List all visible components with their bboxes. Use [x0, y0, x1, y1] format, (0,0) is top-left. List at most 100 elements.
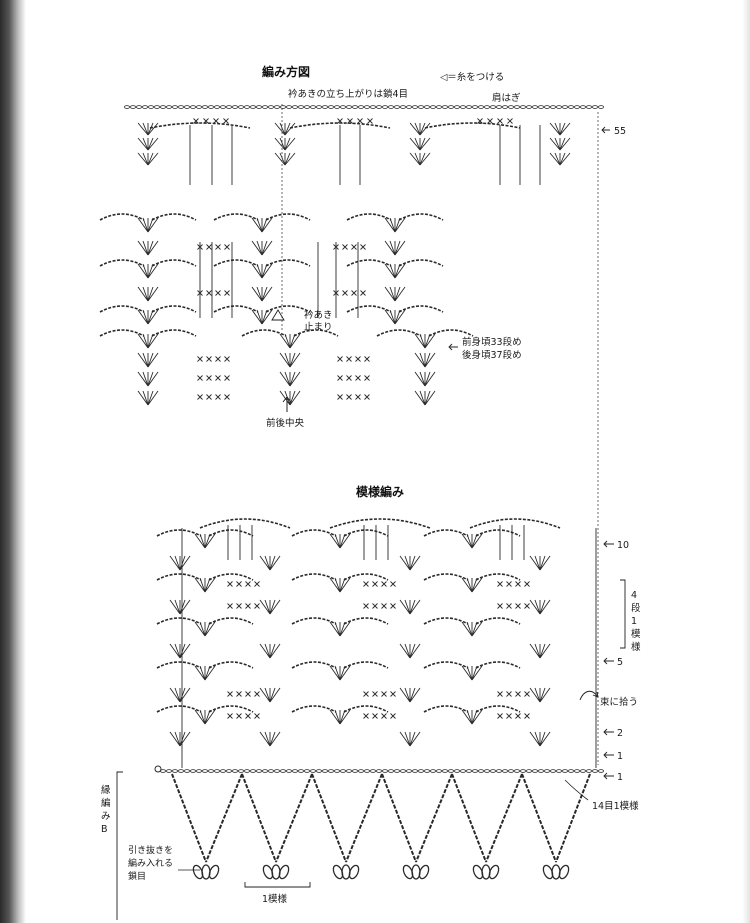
treble-stitch [261, 217, 268, 233]
treble-stitch [137, 122, 149, 136]
treble-stitch [339, 533, 346, 549]
treble-stitch [279, 371, 291, 387]
single-crochet [360, 290, 366, 296]
treble-stitch [264, 599, 271, 615]
treble-stitch [274, 152, 286, 166]
single-crochet [206, 290, 212, 296]
treble-stitch [284, 371, 291, 387]
single-crochet [351, 290, 357, 296]
treble-stitch [389, 240, 396, 256]
treble-stitch [147, 217, 154, 233]
edging-chain [275, 773, 313, 863]
treble-stitch [529, 555, 541, 571]
treble-stitch [261, 309, 273, 325]
single-crochet [337, 356, 343, 362]
treble-stitch [414, 137, 421, 151]
single-crochet [506, 581, 512, 587]
chain-arc [398, 305, 444, 313]
treble-stitch [279, 390, 291, 406]
single-crochet [206, 244, 212, 250]
treble-stitch [339, 665, 351, 681]
treble-stitch [334, 621, 341, 637]
treble-stitch [409, 152, 421, 166]
treble-stitch [409, 643, 421, 659]
chain-stitch [453, 105, 460, 109]
chain-stitch [189, 105, 196, 109]
treble-stitch [284, 137, 296, 151]
treble-stitch [204, 533, 216, 549]
single-crochet [390, 691, 396, 697]
edging-chain [555, 773, 591, 863]
treble-stitch [137, 217, 149, 233]
chain-arc [343, 617, 389, 625]
treble-stitch [169, 687, 181, 703]
chain-stitch [273, 769, 280, 773]
chain-arc [291, 529, 337, 537]
chain-stitch [405, 769, 412, 773]
treble-stitch [204, 577, 216, 593]
chain-arc [156, 705, 202, 713]
single-crochet [357, 118, 363, 124]
picot-loop [278, 864, 290, 880]
single-crochet [215, 244, 221, 250]
treble-stitch [414, 333, 426, 349]
chain-stitch [321, 105, 328, 109]
treble-stitch [142, 390, 149, 406]
treble-stitch [147, 333, 159, 349]
treble-stitch [534, 555, 541, 571]
treble-stitch [147, 122, 154, 136]
treble-stitch [554, 122, 561, 136]
chain-arc [475, 529, 521, 537]
single-crochet [227, 691, 233, 697]
treble-stitch [269, 687, 281, 703]
treble-stitch [204, 709, 216, 725]
treble-stitch [414, 122, 421, 136]
treble-stitch [424, 371, 436, 387]
treble-stitch [409, 599, 421, 615]
treble-stitch [147, 371, 154, 387]
chain-stitch [520, 769, 527, 773]
treble-stitch [409, 731, 421, 747]
chain-arc [329, 518, 431, 529]
chain-stitch [580, 105, 587, 109]
edging-chain [171, 773, 207, 863]
chain-stitch [237, 105, 244, 109]
chain-arc [199, 518, 291, 529]
chain-arc [398, 259, 444, 267]
chain-stitch [544, 769, 551, 773]
treble-stitch [394, 217, 406, 233]
single-crochet [203, 118, 209, 124]
chain-stitch [141, 105, 148, 109]
treble-stitch [419, 371, 426, 387]
treble-stitch [471, 577, 478, 593]
treble-stitch [289, 371, 301, 387]
single-crochet [197, 356, 203, 362]
chain-stitch [375, 769, 382, 773]
treble-stitch [261, 240, 273, 256]
chain-stitch [201, 105, 208, 109]
single-crochet [497, 691, 503, 697]
treble-stitch [399, 555, 411, 571]
single-crochet [381, 713, 387, 719]
treble-stitch [384, 286, 396, 302]
treble-stitch [399, 643, 411, 659]
treble-stitch [466, 577, 473, 593]
chain-stitch [592, 105, 599, 109]
treble-stitch [284, 333, 291, 349]
edging-chain [241, 773, 277, 863]
single-crochet [215, 290, 221, 296]
chain-arc [423, 617, 469, 625]
row-arrows [579, 540, 626, 780]
treble-stitch [461, 533, 473, 549]
treble-stitch [194, 665, 206, 681]
chain-stitch [207, 105, 214, 109]
treble-stitch [461, 621, 473, 637]
chain-arc [151, 213, 197, 221]
treble-stitch [539, 643, 546, 659]
treble-stitch [269, 555, 276, 571]
treble-stitch [279, 122, 286, 136]
single-crochet [337, 375, 343, 381]
page-edge [742, 0, 750, 923]
treble-stitch [466, 665, 473, 681]
